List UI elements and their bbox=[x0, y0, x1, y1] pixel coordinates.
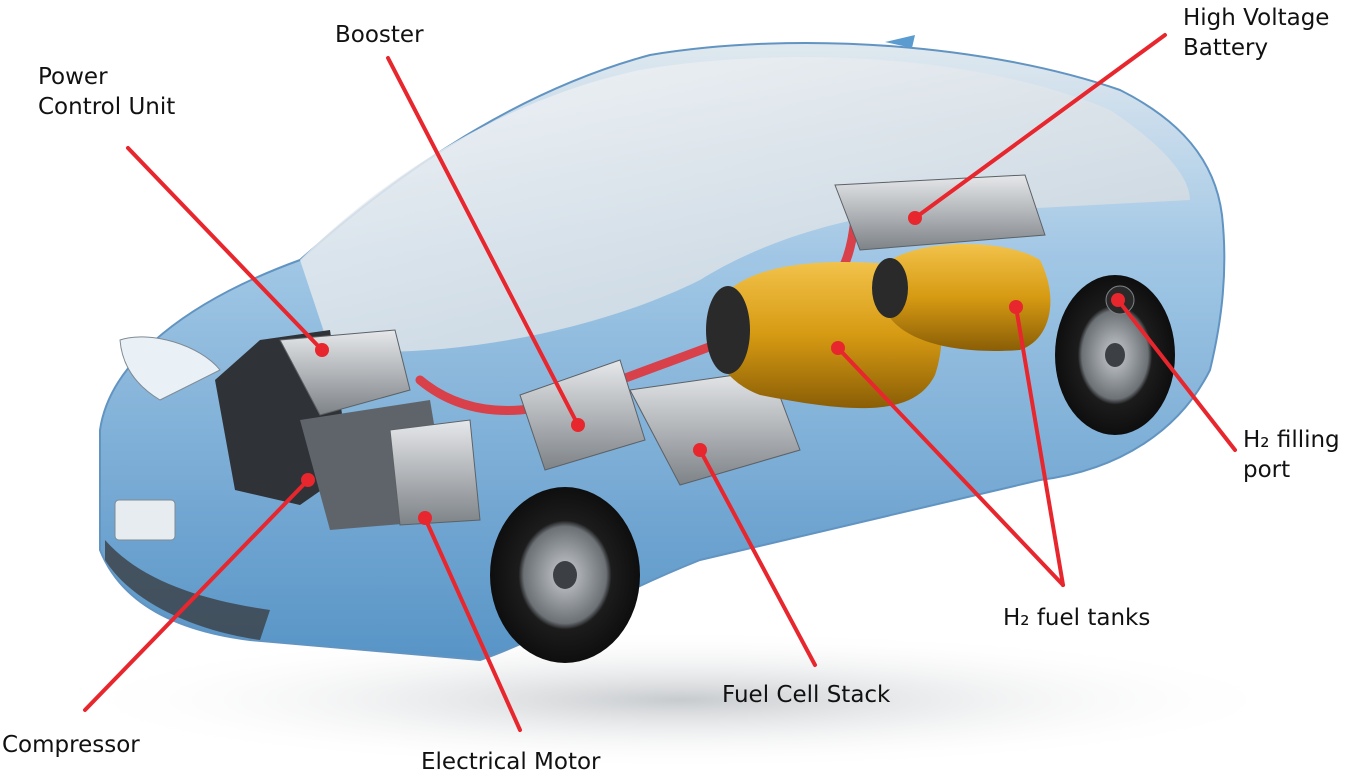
ground-shadow bbox=[60, 630, 1300, 770]
label-high-voltage-battery-line2: Battery bbox=[1183, 35, 1269, 61]
label-fuel-cell-stack: Fuel Cell Stack bbox=[722, 680, 890, 710]
dot-fuel-cell-stack bbox=[693, 443, 707, 457]
label-high-voltage-battery: High Voltage Battery bbox=[1183, 3, 1329, 63]
front-grille bbox=[105, 540, 270, 640]
label-compressor: Compressor bbox=[2, 730, 140, 760]
label-compressor-text: Compressor bbox=[2, 732, 140, 758]
roof-antenna bbox=[885, 35, 915, 48]
leader-endpoint-dots bbox=[301, 211, 1125, 525]
leader-electrical-motor bbox=[423, 516, 522, 732]
label-power-control-unit-line2: Control Unit bbox=[38, 94, 176, 120]
leader-high-voltage-battery bbox=[913, 33, 1167, 220]
leader-booster bbox=[386, 56, 580, 427]
fuel-cell-stack bbox=[629, 369, 801, 486]
front-wheel bbox=[490, 487, 640, 663]
leader-power-control-unit bbox=[126, 146, 324, 352]
label-h2-filling-port-line2: port bbox=[1243, 457, 1291, 483]
cabin-glass bbox=[300, 57, 1190, 352]
leader-h2-fuel-tanks-b bbox=[1014, 305, 1065, 587]
label-h2-filling-port-line1: H₂ filling bbox=[1243, 427, 1340, 453]
headlight bbox=[119, 336, 221, 401]
h2-fuel-tank-rear bbox=[872, 243, 1051, 351]
label-high-voltage-battery-line1: High Voltage bbox=[1183, 5, 1330, 31]
label-h2-fuel-tanks-text: H₂ fuel tanks bbox=[1003, 605, 1151, 631]
label-power-control-unit: Power Control Unit bbox=[38, 62, 175, 122]
label-power-control-unit-line1: Power bbox=[38, 64, 108, 90]
dot-electrical-motor bbox=[418, 511, 432, 525]
booster-unit bbox=[519, 359, 646, 471]
label-booster-text: Booster bbox=[335, 22, 424, 48]
high-voltage-battery bbox=[834, 174, 1046, 251]
dot-high-voltage-battery bbox=[908, 211, 922, 225]
label-electrical-motor-text: Electrical Motor bbox=[421, 749, 601, 775]
dot-power-control-unit bbox=[315, 343, 329, 357]
dot-booster bbox=[571, 418, 585, 432]
license-plate bbox=[114, 499, 176, 541]
leader-fuel-cell-stack bbox=[698, 448, 817, 667]
leader-compressor bbox=[83, 478, 310, 712]
label-h2-fuel-tanks: H₂ fuel tanks bbox=[1003, 603, 1150, 633]
dot-h2-fuel-tank-rear bbox=[1009, 300, 1023, 314]
dot-compressor bbox=[301, 473, 315, 487]
leader-lines bbox=[83, 33, 1237, 732]
leader-h2-fuel-tanks-a bbox=[836, 346, 1065, 587]
label-booster: Booster bbox=[335, 20, 424, 50]
front-powertrain bbox=[215, 329, 481, 530]
cable-run bbox=[415, 195, 865, 415]
rear-wheel bbox=[1055, 275, 1175, 435]
label-electrical-motor: Electrical Motor bbox=[421, 747, 601, 777]
dot-h2-filling-port bbox=[1111, 293, 1125, 307]
leader-h2-filling-port bbox=[1116, 298, 1237, 452]
label-fuel-cell-stack-text: Fuel Cell Stack bbox=[722, 682, 891, 708]
label-h2-filling-port: H₂ filling port bbox=[1243, 425, 1340, 485]
dot-h2-fuel-tank-front bbox=[831, 341, 845, 355]
